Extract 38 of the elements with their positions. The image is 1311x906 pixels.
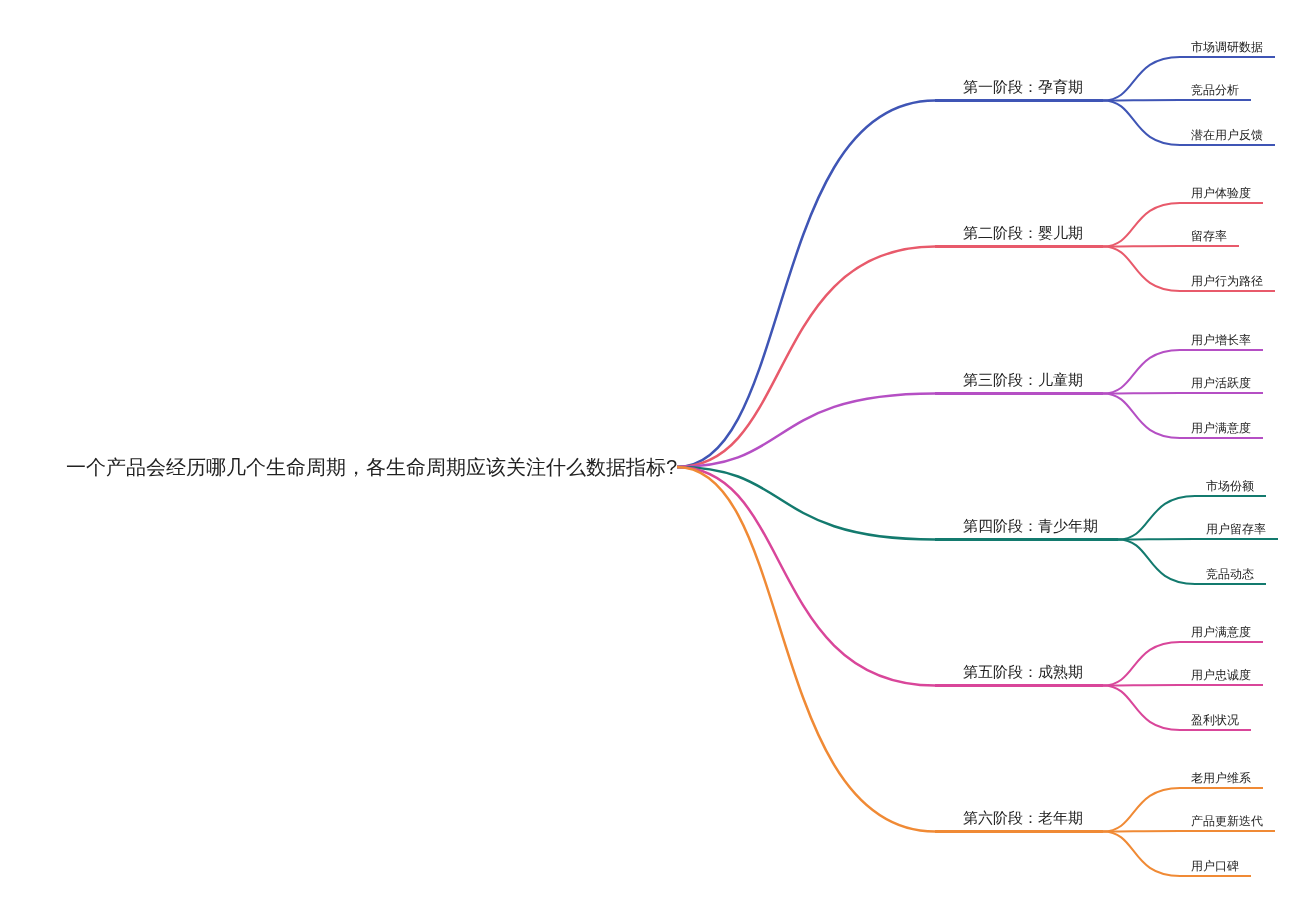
branch-line: [1102, 99, 1181, 146]
subtopic: 用户口碑: [1180, 857, 1251, 877]
branch-topic: 第三阶段：儿童期: [935, 368, 1103, 395]
branch-topic: 第六阶段：老年期: [935, 806, 1103, 833]
branch-line: [1102, 245, 1181, 292]
subtopic: 用户增长率: [1180, 331, 1263, 351]
subtopic: 用户留存率: [1195, 520, 1278, 540]
branch-line: [1102, 245, 1181, 248]
subtopic: 竞品分析: [1180, 81, 1251, 101]
branch-line: [1102, 684, 1181, 687]
subtopic: 竞品动态: [1195, 565, 1266, 585]
branch-line: [1117, 538, 1196, 541]
subtopic: 市场份额: [1195, 477, 1266, 497]
subtopic: 用户体验度: [1180, 184, 1263, 204]
central-topic: 一个产品会经历哪几个生命周期，各生命周期应该关注什么数据指标?: [66, 453, 678, 481]
subtopic: 用户忠诚度: [1180, 666, 1263, 686]
branch-topic: 第五阶段：成熟期: [935, 660, 1103, 687]
subtopic: 用户行为路径: [1180, 272, 1275, 292]
subtopic: 老用户维系: [1180, 769, 1263, 789]
subtopic: 用户满意度: [1180, 419, 1263, 439]
branch-line: [1102, 830, 1181, 833]
branch-line: [1102, 392, 1181, 439]
branch-line: [1102, 99, 1181, 102]
subtopic: 用户活跃度: [1180, 374, 1263, 394]
subtopic: 潜在用户反馈: [1180, 126, 1275, 146]
subtopic: 盈利状况: [1180, 711, 1251, 731]
branch-topic: 第四阶段：青少年期: [935, 514, 1118, 541]
subtopic: 用户满意度: [1180, 623, 1263, 643]
branch-topic: 第一阶段：孕育期: [935, 75, 1103, 102]
subtopic: 留存率: [1180, 227, 1239, 247]
branch-line: [1102, 830, 1181, 877]
branch-line: [1117, 538, 1196, 585]
subtopic: 市场调研数据: [1180, 38, 1275, 58]
branch-line: [1102, 392, 1181, 395]
branch-line: [676, 465, 936, 833]
branch-line: [1102, 684, 1181, 731]
subtopic: 产品更新迭代: [1180, 812, 1275, 832]
branch-topic: 第二阶段：婴儿期: [935, 221, 1103, 248]
